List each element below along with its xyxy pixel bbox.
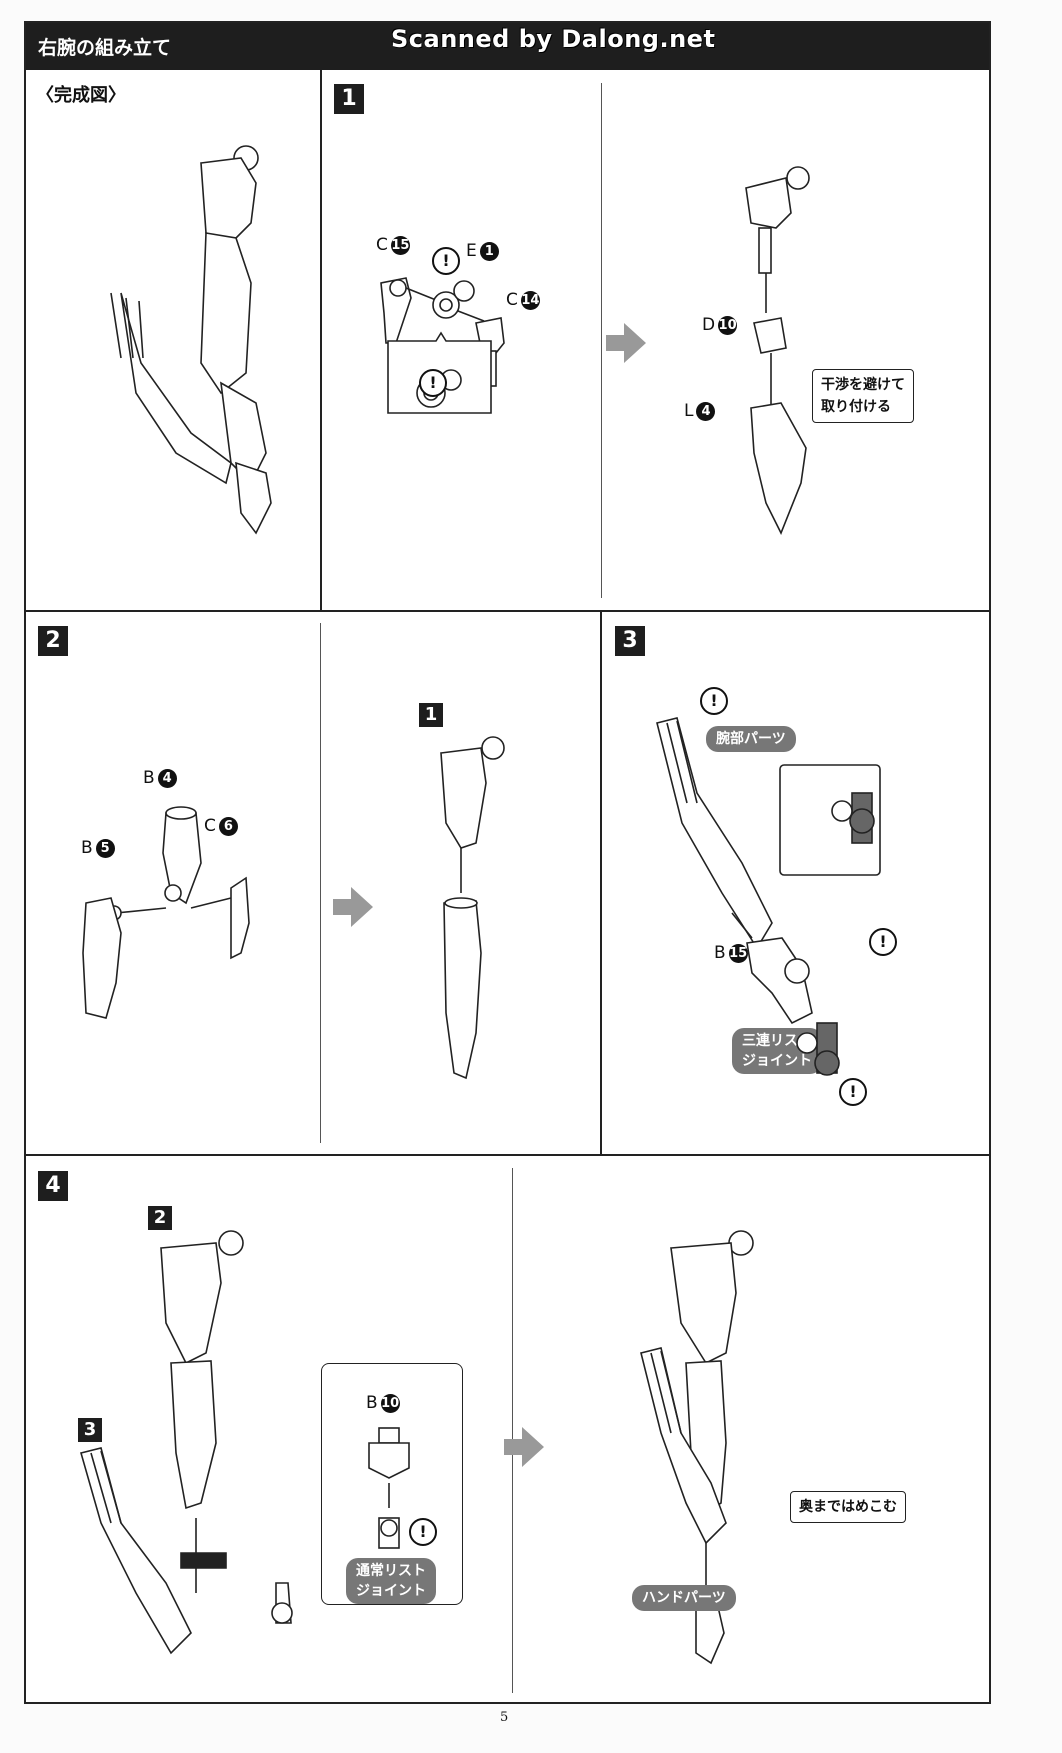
step-2-reference-badge: 2 <box>148 1206 172 1230</box>
b10-part-illustration <box>368 1427 410 1549</box>
step-1-reference-badge: 1 <box>419 703 443 727</box>
warning-icon: ! <box>432 247 460 275</box>
step4-final-illustration <box>640 1230 754 1665</box>
warning-icon: ! <box>409 1518 437 1546</box>
sub-divider-step4 <box>512 1168 513 1693</box>
step-4-badge: 4 <box>38 1171 68 1201</box>
step-2-badge: 2 <box>38 626 68 656</box>
normal-wrist-joint-label: 通常リスト ジョイント <box>346 1558 436 1604</box>
title-bar: 右腕の組み立て Scanned by Dalong.net <box>26 23 989 70</box>
page-number: 5 <box>500 1710 509 1725</box>
insert-fully-note: 奥まではめこむ <box>790 1491 906 1523</box>
warning-icon: ! <box>419 369 447 397</box>
row-divider-1 <box>26 610 989 612</box>
warning-icon: ! <box>839 1078 867 1106</box>
scan-watermark: Scanned by Dalong.net <box>391 25 716 53</box>
step-3-badge: 3 <box>615 626 645 656</box>
hand-part-label: ハンドパーツ <box>632 1585 736 1611</box>
col-divider-top <box>320 70 322 611</box>
next-step-arrow <box>333 887 373 927</box>
arm-part-label: 腕部パーツ <box>706 726 796 752</box>
interference-note: 干渉を避けて 取り付ける <box>812 369 914 423</box>
step1-shoulder-illustration <box>745 166 810 535</box>
step1-parts-illustration <box>380 277 505 414</box>
step-3-reference-badge: 3 <box>78 1418 102 1442</box>
sub-divider-step2 <box>320 623 321 1143</box>
instruction-sheet: 右腕の組み立て Scanned by Dalong.net 〈完成図〉 1 <box>24 21 991 1704</box>
completed-view-label: 〈完成図〉 <box>36 85 126 106</box>
next-step-arrow <box>504 1427 544 1467</box>
warning-icon: ! <box>700 687 728 715</box>
sub-divider-step1 <box>601 83 602 598</box>
step2-parts-illustration <box>82 806 250 1019</box>
warning-icon: ! <box>869 928 897 956</box>
section-title: 右腕の組み立て <box>38 37 172 59</box>
step-1-badge: 1 <box>334 84 364 114</box>
next-step-arrow <box>606 323 646 363</box>
step2-assembly-illustration <box>440 736 505 1080</box>
completed-arm-illustration <box>110 145 272 535</box>
col-divider-mid <box>600 611 602 1155</box>
row-divider-2 <box>26 1154 989 1156</box>
step4-assembly-illustration <box>80 1230 293 1655</box>
step3-illustration <box>656 717 881 1076</box>
